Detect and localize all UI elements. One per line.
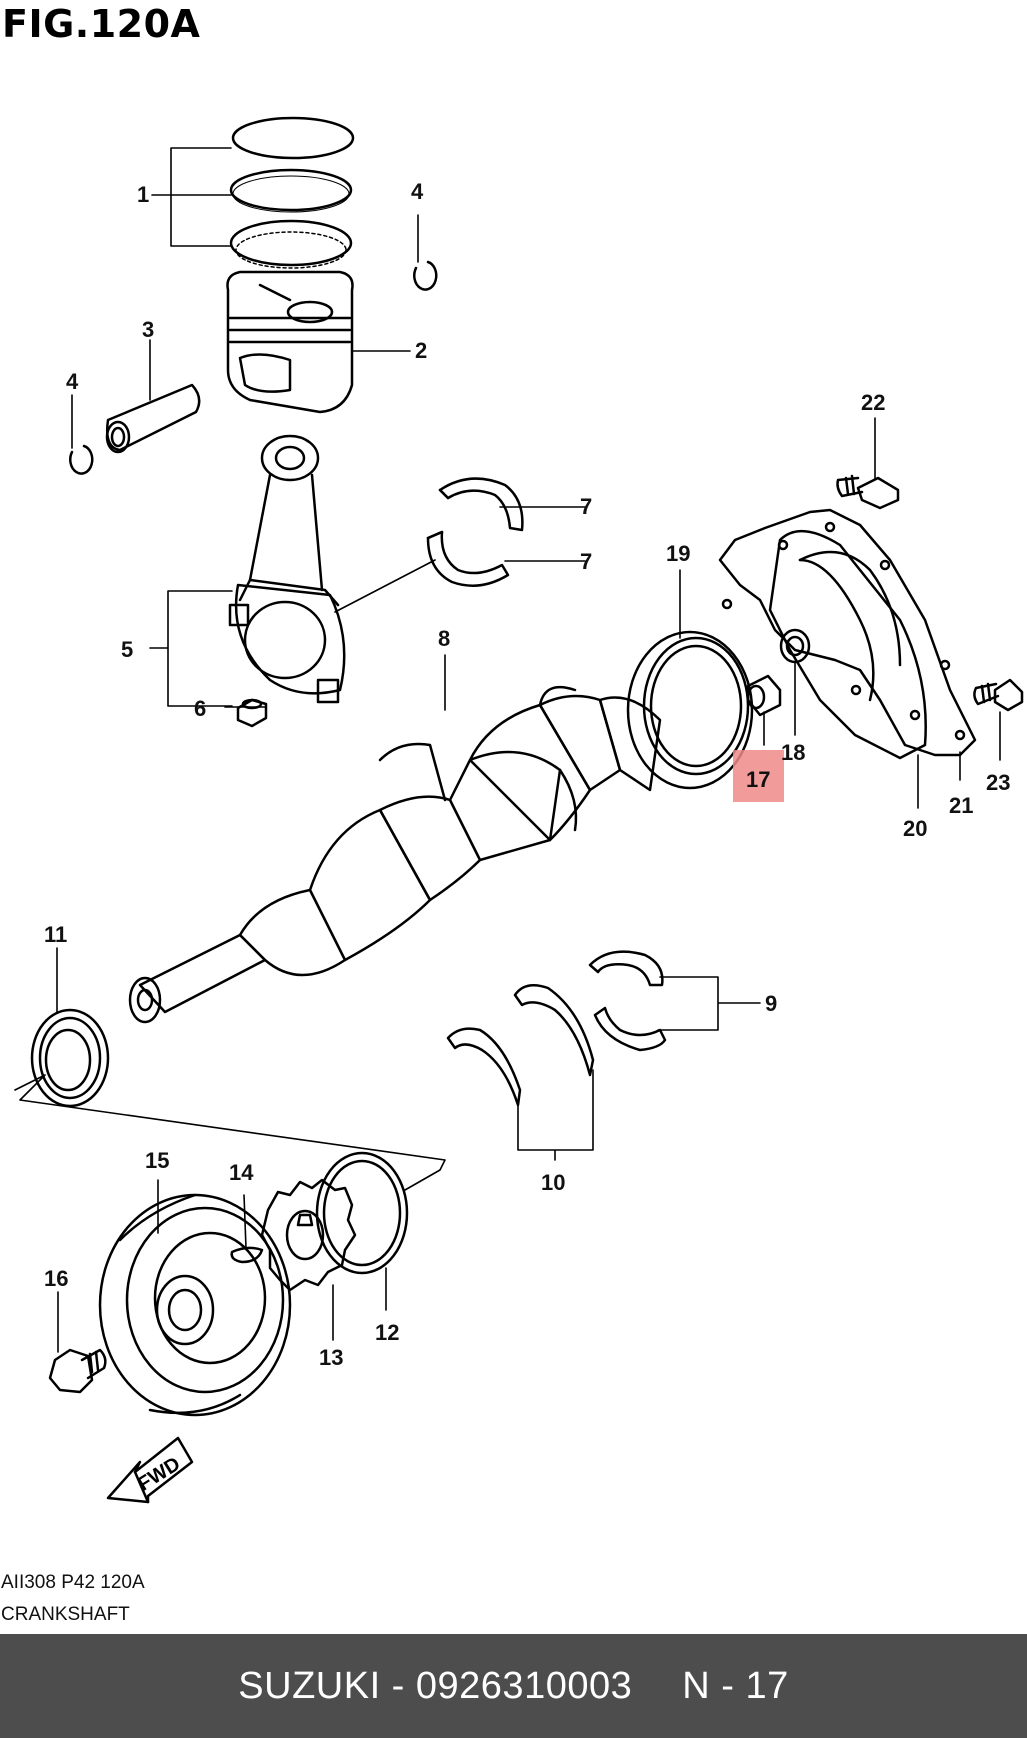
callout-7a[interactable]: 7 — [580, 494, 592, 519]
crankshaft-part[interactable] — [128, 685, 662, 1024]
crank-pulley-part[interactable] — [98, 1193, 292, 1417]
circlip-part-b[interactable] — [69, 444, 94, 475]
callout-1[interactable]: 1 — [137, 182, 149, 207]
footer-position: N - 17 — [682, 1664, 789, 1707]
callout-14[interactable]: 14 — [229, 1160, 254, 1185]
callout-17-highlight — [733, 750, 784, 802]
front-oil-seal-part[interactable] — [30, 1008, 110, 1108]
circlip-part-a[interactable] — [413, 260, 438, 291]
housing-bolt-upper-part[interactable] — [836, 474, 900, 510]
callout-7b[interactable]: 7 — [580, 549, 592, 574]
rod-nut-part[interactable] — [236, 698, 268, 728]
piston-part[interactable] — [226, 270, 354, 414]
connecting-rod-part[interactable] — [228, 434, 346, 704]
callout-19[interactable]: 19 — [666, 541, 690, 566]
figure-ref-code: AII308 P42 120A — [1, 1572, 145, 1593]
main-bearing-upper-part[interactable] — [588, 950, 667, 1052]
callout-4b[interactable]: 4 — [66, 369, 79, 394]
housing-bolt-lower-part[interactable] — [973, 678, 1024, 712]
callout-labels: 1 2 3 4 4 5 6 7 7 8 9 10 11 12 13 14 15 … — [44, 179, 1010, 1370]
callout-13[interactable]: 13 — [319, 1345, 343, 1370]
conrod-bearing-upper-part[interactable] — [438, 477, 524, 532]
callout-4a[interactable]: 4 — [411, 179, 424, 204]
figure-name: CRANKSHAFT — [1, 1604, 130, 1625]
main-bearing-lower-part[interactable] — [446, 983, 595, 1107]
piston-rings-part[interactable] — [229, 116, 355, 269]
callout-12[interactable]: 12 — [375, 1320, 399, 1345]
rear-housing-gasket-part[interactable] — [768, 529, 927, 760]
conrod-bearing-lower-part[interactable] — [426, 530, 510, 587]
callout-22[interactable]: 22 — [861, 390, 885, 415]
callout-16[interactable]: 16 — [44, 1266, 68, 1291]
crankshaft-exploded-diagram: 1 2 3 4 4 5 6 7 7 8 9 10 11 12 13 14 15 … — [14, 116, 1024, 1504]
rear-oil-seal-part[interactable] — [626, 630, 754, 790]
callout-2[interactable]: 2 — [415, 338, 427, 363]
callout-6[interactable]: 6 — [194, 696, 206, 721]
rear-oil-seal-housing-part[interactable] — [718, 508, 977, 757]
crank-sprocket-part[interactable] — [260, 1178, 357, 1292]
callout-21[interactable]: 21 — [949, 793, 973, 818]
callout-10[interactable]: 10 — [541, 1170, 565, 1195]
callout-17[interactable]: 17 — [746, 767, 770, 792]
callout-23[interactable]: 23 — [986, 770, 1010, 795]
callout-15[interactable]: 15 — [145, 1148, 169, 1173]
callout-20[interactable]: 20 — [903, 816, 927, 841]
pulley-bolt-part[interactable] — [48, 1348, 107, 1394]
piston-pin-part[interactable] — [105, 383, 201, 454]
timing-washer-part[interactable] — [315, 1151, 409, 1275]
fwd-label: FWD — [134, 1453, 184, 1496]
callout-3[interactable]: 3 — [142, 317, 154, 342]
callout-18[interactable]: 18 — [781, 740, 805, 765]
footer-brand-part: SUZUKI - 0926310003 — [238, 1664, 633, 1707]
footer-bar: SUZUKI - 0926310003 N - 17 — [0, 1634, 1027, 1738]
figure-title: FIG.120A — [2, 2, 201, 46]
callout-8[interactable]: 8 — [438, 626, 450, 651]
fwd-arrow-icon — [106, 1436, 194, 1504]
callout-5[interactable]: 5 — [121, 637, 133, 662]
callout-11[interactable]: 11 — [44, 922, 67, 947]
callout-9[interactable]: 9 — [765, 991, 777, 1016]
